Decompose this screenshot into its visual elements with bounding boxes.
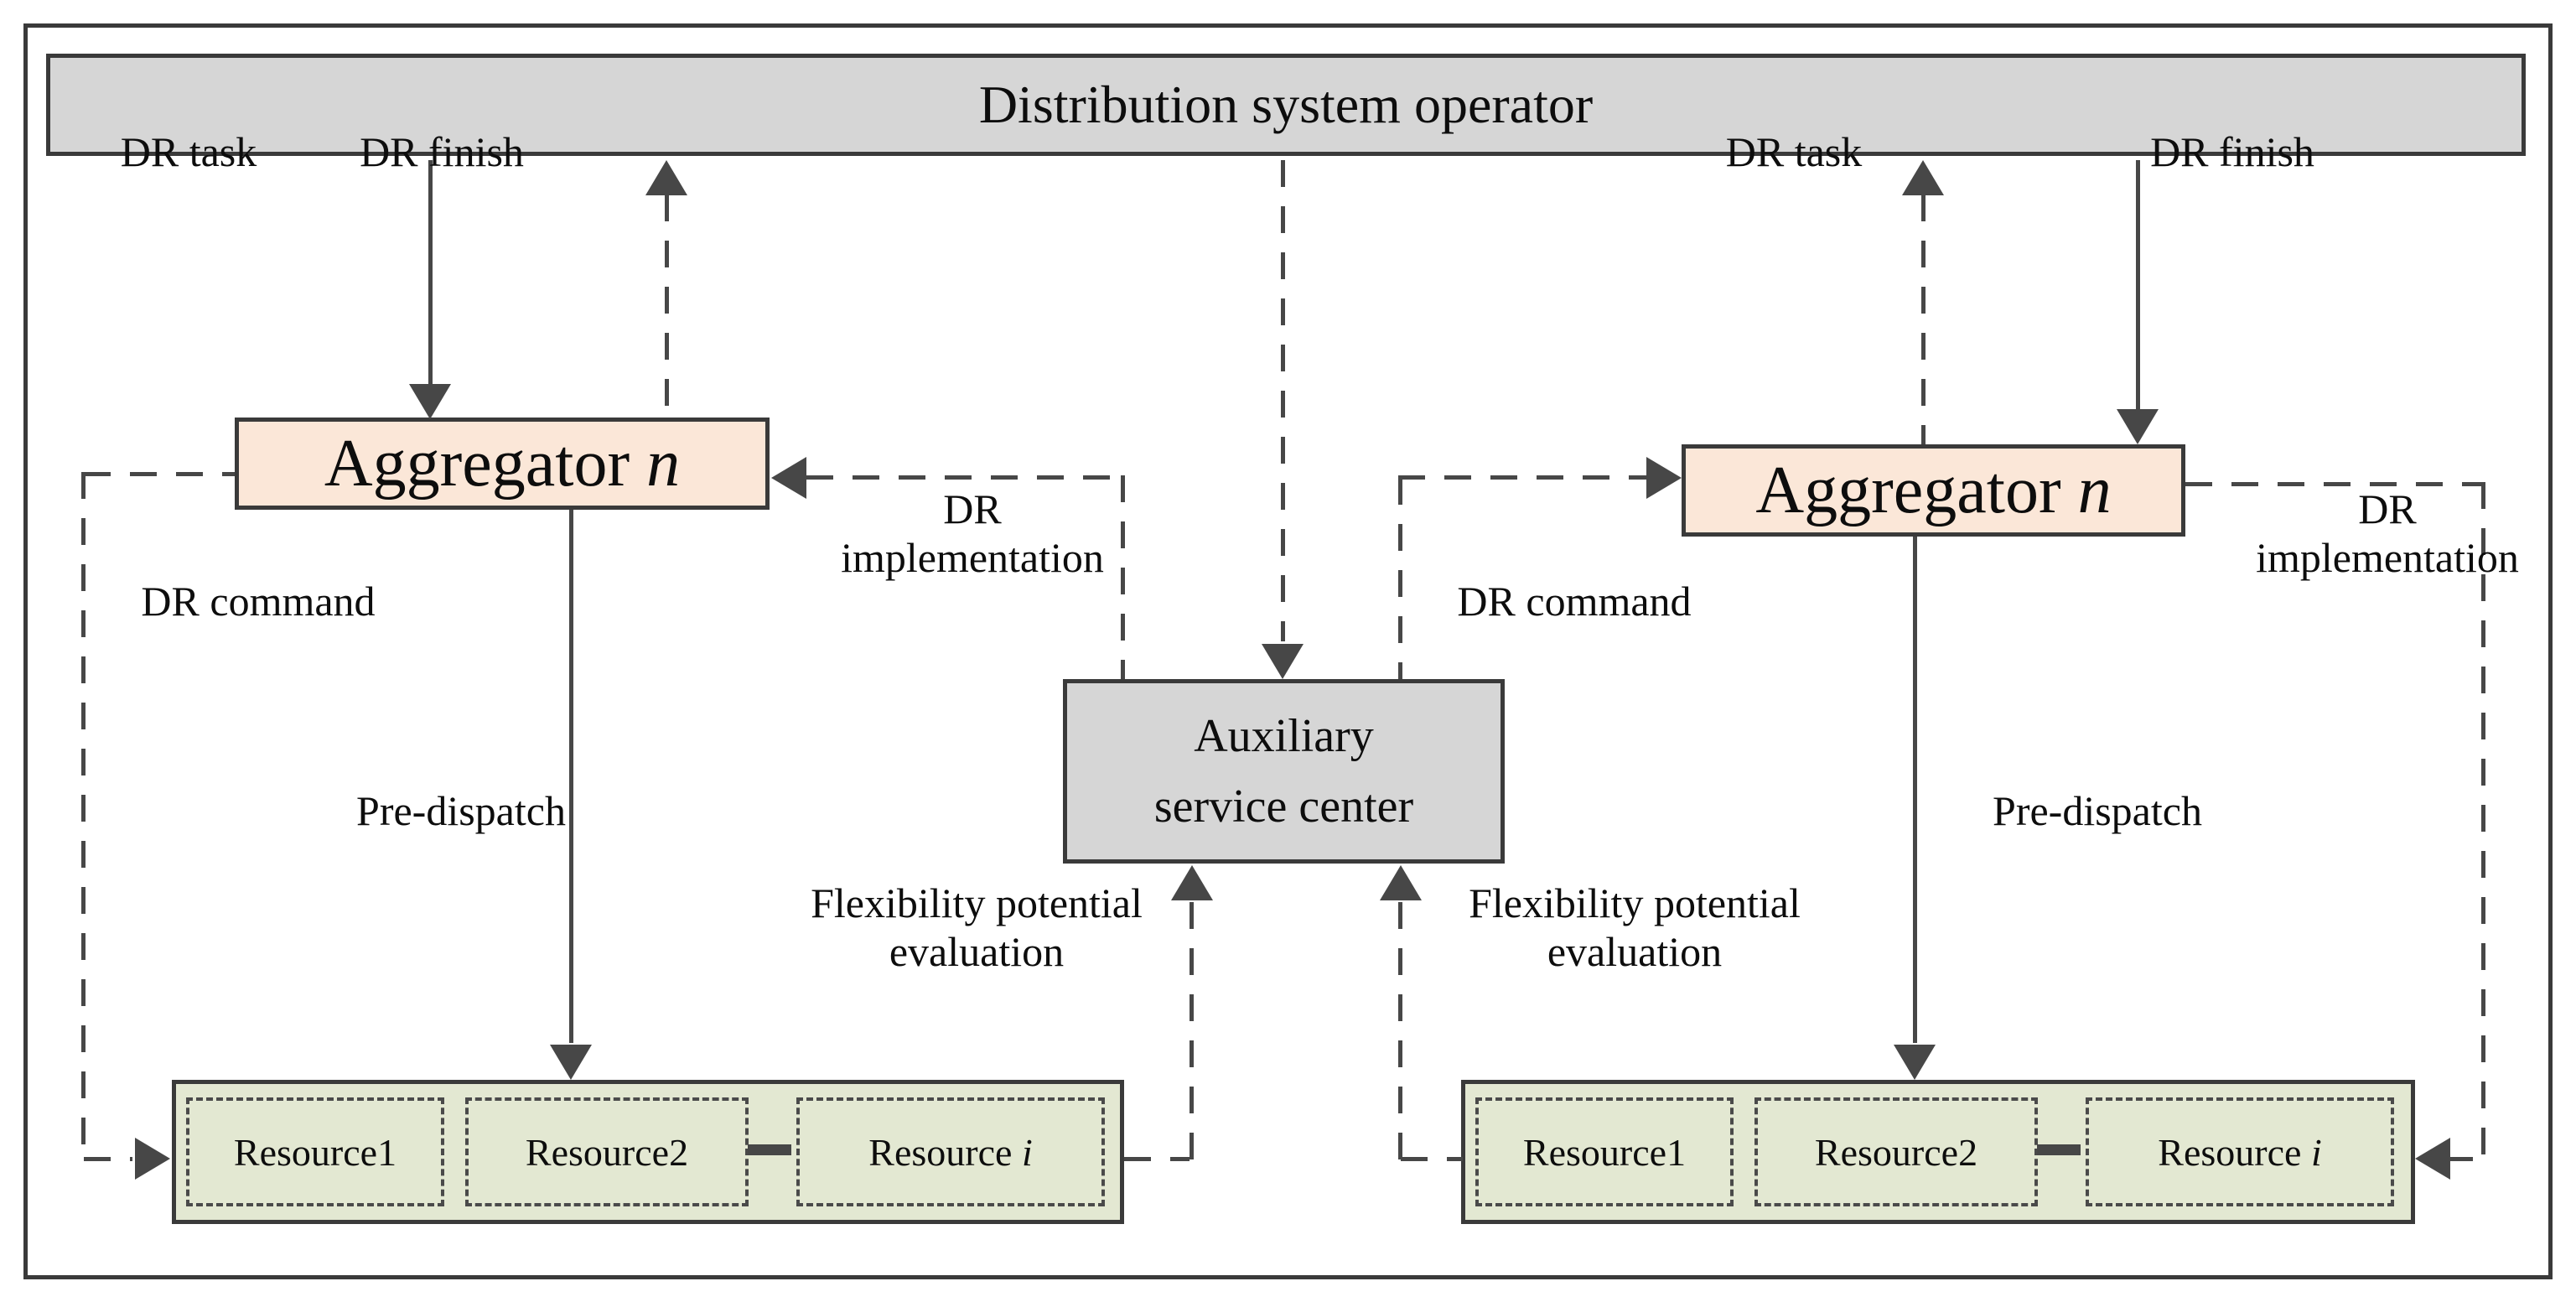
aggregator-right-label: Aggregator n — [1755, 453, 2112, 527]
edge-dso-to-asc-arrowhead — [1262, 644, 1304, 679]
label-dr-task-left: DR task — [120, 128, 257, 175]
node-distribution-system-operator: Distribution system operator — [46, 54, 2526, 156]
edge-dr-finish-right-line — [2136, 160, 2140, 409]
edge-dr-command-left-riser — [81, 472, 86, 1159]
edge-dso-to-asc-line — [1281, 160, 1285, 641]
node-resources-right: Resource1 Resource2 Resource i — [1461, 1080, 2415, 1224]
label-pre-dispatch-left: Pre-dispatch — [356, 787, 566, 834]
edge-dr-command-left-arrowhead — [135, 1138, 170, 1180]
edge-dr-implementation-left-top — [806, 475, 1123, 480]
label-flexibility-left: Flexibility potential evaluation — [811, 879, 1143, 975]
edge-dr-implementation-left-riser — [1121, 475, 1125, 679]
node-auxiliary-service-center: Auxiliary service center — [1063, 679, 1505, 864]
label-dr-implementation-left: DR implementation — [841, 485, 1104, 581]
label-dr-command-left: DR command — [141, 578, 376, 625]
node-aggregator-left: Aggregator n — [235, 418, 770, 510]
label-pre-dispatch-right: Pre-dispatch — [1993, 787, 2202, 834]
dso-label: Distribution system operator — [978, 75, 1594, 134]
label-dr-finish-right: DR finish — [2150, 128, 2314, 175]
edge-flexibility-left-arrowhead — [1171, 865, 1213, 900]
label-dr-finish-left: DR finish — [360, 128, 524, 175]
asc-label: Auxiliary service center — [1153, 710, 1414, 833]
resource-1-left: Resource1 — [186, 1097, 444, 1206]
edge-dr-command-right-riser — [1398, 478, 1402, 679]
edge-dr-command-right-arrowhead — [1646, 457, 1682, 499]
edge-flexibility-right-foot — [1401, 1157, 1463, 1161]
edge-dr-task-right-line — [1921, 195, 1926, 444]
label-dr-command-right: DR command — [1457, 578, 1692, 625]
edge-flexibility-left-riser — [1190, 902, 1194, 1159]
diagram-outer-frame — [23, 23, 2553, 1279]
label-dr-implementation-right: DR implementation — [2256, 485, 2519, 581]
ellipsis-dots-left — [748, 1144, 791, 1155]
edge-flexibility-left-foot — [1124, 1157, 1190, 1161]
resource-i-left: Resource i — [796, 1097, 1105, 1206]
edge-dr-task-left-line — [428, 160, 433, 385]
edge-dr-finish-left-arrowhead — [645, 160, 687, 195]
edge-dr-finish-right-arrowhead — [2117, 409, 2159, 444]
edge-flexibility-right-arrowhead — [1380, 865, 1422, 900]
node-aggregator-right: Aggregator n — [1682, 444, 2185, 537]
edge-dr-command-right-top — [1398, 475, 1646, 480]
edge-dr-task-left-arrowhead — [409, 384, 451, 419]
edge-dr-finish-left-line — [665, 195, 669, 418]
edge-pre-dispatch-left-arrowhead — [550, 1045, 592, 1080]
edge-pre-dispatch-right-arrowhead — [1894, 1045, 1936, 1080]
edge-dr-implementation-left-arrowhead — [771, 457, 806, 499]
edge-pre-dispatch-left-line — [569, 510, 573, 1043]
edge-flexibility-right-riser — [1398, 902, 1402, 1159]
ellipsis-dots-right — [2037, 1144, 2081, 1155]
node-resources-left: Resource1 Resource2 Resource i — [172, 1080, 1124, 1224]
resource-1-right: Resource1 — [1475, 1097, 1734, 1206]
edge-dr-implementation-right-bottom — [2446, 1157, 2485, 1161]
resource-2-right: Resource2 — [1754, 1097, 2038, 1206]
edge-dr-implementation-right-arrowhead — [2415, 1138, 2450, 1180]
edge-dr-task-right-arrowhead — [1902, 160, 1944, 195]
label-dr-task-right: DR task — [1725, 128, 1863, 175]
edge-dr-implementation-right-top — [2185, 482, 2485, 486]
edge-dr-command-left-top — [84, 472, 235, 476]
aggregator-left-label: Aggregator n — [324, 426, 681, 501]
label-flexibility-right: Flexibility potential evaluation — [1469, 879, 1801, 975]
resource-i-right: Resource i — [2086, 1097, 2394, 1206]
edge-dr-command-left-bottom — [84, 1157, 132, 1161]
edge-dr-implementation-right-riser — [2481, 482, 2485, 1159]
resource-2-left: Resource2 — [465, 1097, 749, 1206]
edge-pre-dispatch-right-line — [1913, 537, 1917, 1043]
